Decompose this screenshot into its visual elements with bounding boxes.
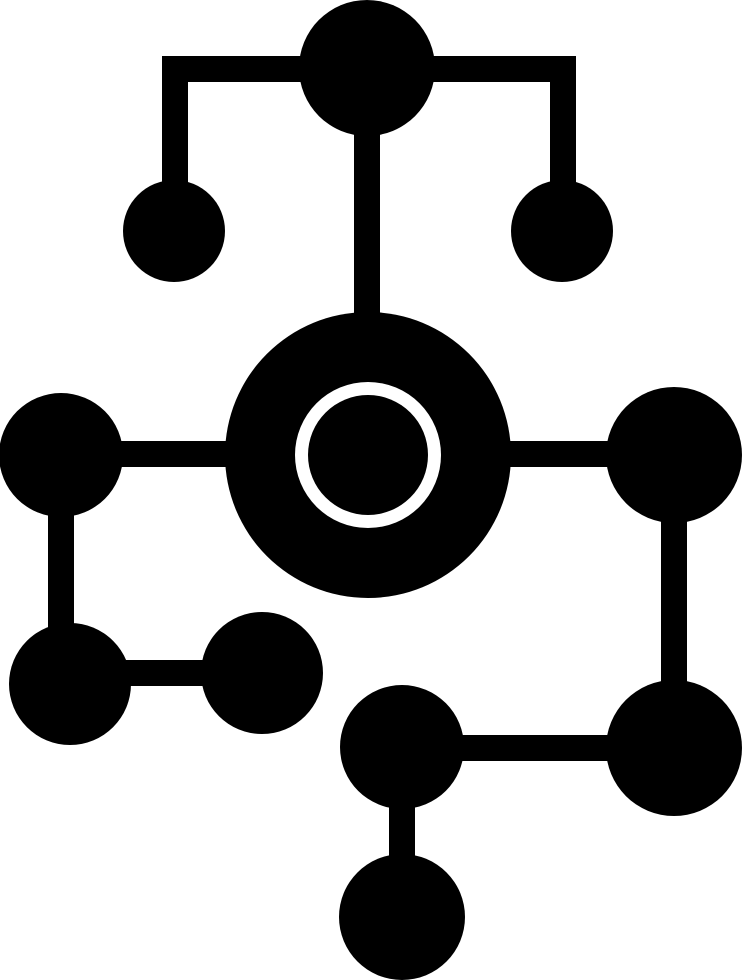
node-top xyxy=(299,0,435,136)
node-top-left xyxy=(123,180,225,282)
node-top-right xyxy=(511,180,613,282)
node-left-bottom xyxy=(9,623,131,745)
node-left-bottom-end xyxy=(201,612,323,734)
node-bottom-right xyxy=(606,680,742,816)
node-left xyxy=(0,393,123,517)
node-right xyxy=(606,387,742,523)
node-bottom-mid xyxy=(340,685,464,809)
hub-inner-core xyxy=(308,395,428,515)
node-bottom xyxy=(339,854,465,980)
connector-center-vertical xyxy=(354,100,380,330)
